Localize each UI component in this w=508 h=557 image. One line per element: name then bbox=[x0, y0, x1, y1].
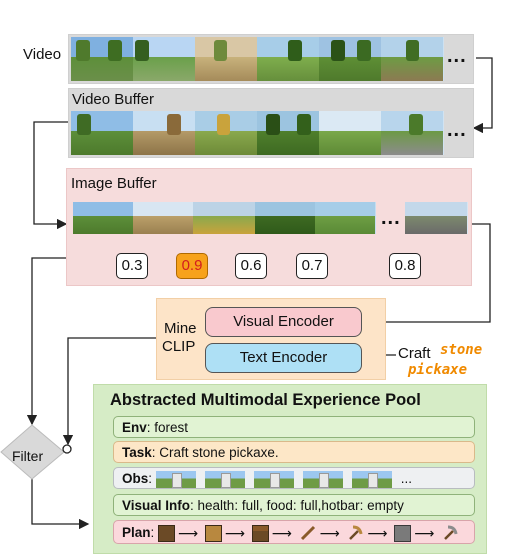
craft-target-line1: stone bbox=[440, 342, 483, 358]
task-key: Task bbox=[122, 445, 152, 460]
score-badge-highlighted: 0.9 bbox=[176, 253, 208, 279]
craft-prefix: Craft bbox=[398, 345, 431, 362]
obs-thumbnail bbox=[351, 470, 392, 488]
mineclip-label-line1: Mine bbox=[164, 320, 197, 337]
obs-ellipsis: ... bbox=[400, 471, 413, 486]
obs-thumbnail bbox=[155, 470, 196, 488]
image-buffer-ellipsis: ... bbox=[381, 207, 401, 229]
stone-pickaxe-icon bbox=[444, 525, 458, 541]
video-frame bbox=[319, 37, 382, 81]
arrow-right-icon: ⟶ bbox=[367, 525, 388, 542]
video-buffer-ellipsis: ... bbox=[447, 119, 467, 141]
arrow-right-icon: ⟶ bbox=[319, 525, 340, 542]
log-icon bbox=[158, 524, 176, 542]
image-frame bbox=[73, 202, 134, 234]
video-buffer-panel: Video Buffer ... bbox=[68, 88, 474, 158]
score-badge: 0.3 bbox=[116, 253, 148, 279]
score-badge: 0.6 bbox=[235, 253, 267, 279]
wooden-pickaxe-icon bbox=[349, 525, 363, 541]
filter-input-circle bbox=[62, 444, 72, 454]
cobblestone-icon bbox=[394, 524, 412, 542]
visual-info-row: Visual Info: health: full, food: full,ho… bbox=[113, 494, 475, 516]
image-frame bbox=[193, 202, 256, 234]
planks-icon bbox=[204, 524, 222, 542]
obs-row: Obs: ... bbox=[113, 467, 475, 489]
visual-info-value: health: full, food: full,hotbar: empty bbox=[197, 498, 404, 513]
env-key: Env bbox=[122, 420, 147, 435]
image-frame bbox=[133, 202, 194, 234]
mineclip-label-line2: CLIP bbox=[162, 338, 196, 355]
filter-label: Filter bbox=[12, 448, 44, 464]
filter-diamond bbox=[0, 424, 65, 480]
buffer-frame bbox=[257, 111, 320, 155]
arrow-right-icon: ⟶ bbox=[414, 525, 435, 542]
buffer-frame bbox=[71, 111, 134, 155]
obs-thumbnail bbox=[204, 470, 245, 488]
env-row: Env: forest bbox=[113, 416, 475, 438]
text-encoder-box: Text Encoder bbox=[205, 343, 362, 373]
task-value: Craft stone pickaxe. bbox=[159, 445, 279, 460]
image-frame bbox=[255, 202, 316, 234]
crafting-table-icon bbox=[251, 524, 269, 542]
image-frame bbox=[315, 202, 376, 234]
video-buffer-label: Video Buffer bbox=[72, 91, 155, 108]
visual-info-key: Visual Info bbox=[122, 498, 191, 513]
obs-thumbnail bbox=[302, 470, 343, 488]
arrow-right-icon: ⟶ bbox=[224, 525, 245, 542]
video-strip: ... bbox=[68, 34, 474, 84]
video-frame bbox=[195, 37, 258, 81]
arrow-right-icon: ⟶ bbox=[271, 525, 292, 542]
video-frame bbox=[257, 37, 320, 81]
obs-key: Obs bbox=[122, 471, 149, 486]
image-buffer-label: Image Buffer bbox=[71, 175, 157, 192]
buffer-frame bbox=[195, 111, 258, 155]
task-row: Task: Craft stone pickaxe. bbox=[113, 441, 475, 463]
arrow-right-icon: ⟶ bbox=[178, 525, 199, 542]
pool-title: Abstracted Multimodal Experience Pool bbox=[110, 391, 421, 409]
stick-icon bbox=[300, 526, 315, 541]
plan-row: Plan: ⟶ ⟶ ⟶ ⟶ ⟶ ⟶ bbox=[113, 520, 475, 544]
score-badge: 0.8 bbox=[389, 253, 421, 279]
buffer-frame bbox=[133, 111, 196, 155]
video-label: Video bbox=[23, 46, 62, 63]
video-frame bbox=[381, 37, 444, 81]
image-buffer-panel: Image Buffer ... bbox=[66, 168, 472, 286]
score-badge: 0.7 bbox=[296, 253, 328, 279]
visual-encoder-box: Visual Encoder bbox=[205, 307, 362, 337]
obs-thumbnail bbox=[253, 470, 294, 488]
image-frame bbox=[405, 202, 468, 234]
video-frame bbox=[71, 37, 134, 81]
env-value: forest bbox=[154, 420, 189, 435]
video-ellipsis: ... bbox=[447, 45, 467, 67]
video-frame bbox=[133, 37, 196, 81]
plan-key: Plan bbox=[122, 525, 151, 540]
buffer-frame bbox=[381, 111, 444, 155]
buffer-frame bbox=[319, 111, 382, 155]
craft-target-line2: pickaxe bbox=[408, 362, 468, 378]
